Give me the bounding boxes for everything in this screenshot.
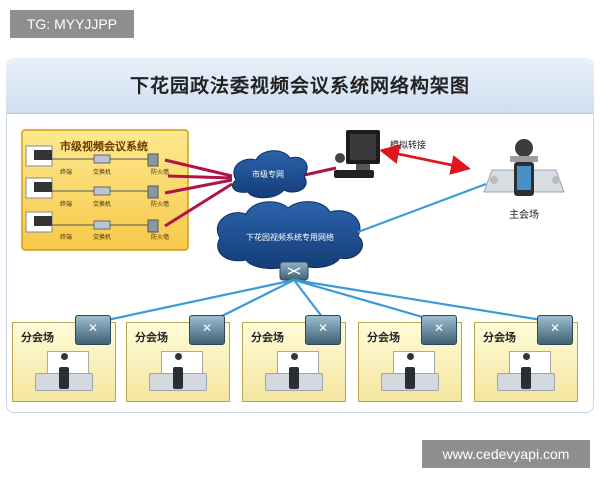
terminal-label: 终端 xyxy=(60,200,72,208)
branch-venue-5: 分会场 xyxy=(474,315,578,402)
switch-label: 交换机 xyxy=(93,200,111,208)
firewall-label: 防火墙 xyxy=(151,200,169,208)
router-icon xyxy=(537,315,573,345)
firewall-label: 防火墙 xyxy=(151,233,169,241)
branch-venue-4: 分会场 xyxy=(358,315,462,402)
branch-venue-2: 分会场 xyxy=(126,315,230,402)
switch-icon xyxy=(93,220,111,230)
switch-icon xyxy=(93,154,111,164)
tablet-icon xyxy=(521,367,531,389)
camera-icon xyxy=(291,353,298,360)
city-row-2: 终端 交换机 防火墙 xyxy=(25,177,169,208)
terminal-label: 终端 xyxy=(60,233,72,241)
branch-label: 分会场 xyxy=(483,331,516,344)
router-icon xyxy=(287,267,301,275)
branch-venue-3: 分会场 xyxy=(242,315,346,402)
firewall-icon xyxy=(147,153,159,167)
terminal-icon xyxy=(34,150,52,160)
city-row-3: 终端 交换机 防火墙 xyxy=(25,211,169,241)
terminal-icon xyxy=(34,216,52,226)
branch-venue-1: 分会场 xyxy=(12,315,116,402)
main-venue-label: 主会场 xyxy=(509,208,539,221)
watermark-top-left: TG: MYYJJPP xyxy=(10,10,134,38)
core-router xyxy=(279,261,309,281)
analog-arrow-back xyxy=(379,144,467,170)
city-row-1: 终端 交换机 防火墙 xyxy=(25,145,169,176)
router-icon xyxy=(421,315,457,345)
router-icon xyxy=(75,315,111,345)
watermark-bottom-right: www.cedevyapi.com xyxy=(422,440,590,468)
camera-icon xyxy=(515,139,533,157)
tablet-icon xyxy=(59,367,69,389)
private-network-label: 下花园视频系统专用网络 xyxy=(246,232,334,242)
private-network-cloud: 下花园视频系统专用网络 xyxy=(217,201,363,269)
city-links xyxy=(164,158,337,228)
router-icon xyxy=(305,315,341,345)
camera-icon xyxy=(61,353,68,360)
tablet-icon xyxy=(173,367,183,389)
switch-label: 交换机 xyxy=(93,168,111,176)
switch-label: 交换机 xyxy=(93,233,111,241)
branch-label: 分会场 xyxy=(367,331,400,344)
tablet-icon xyxy=(405,367,415,389)
switch-icon xyxy=(93,186,111,196)
branch-label: 分会场 xyxy=(21,331,54,344)
branch-label: 分会场 xyxy=(251,331,284,344)
camera-icon xyxy=(335,153,345,163)
city-network-cloud: 市级专网 xyxy=(232,150,308,199)
analog-terminal: 模拟转接 xyxy=(334,130,426,178)
firewall-label: 防火墙 xyxy=(151,168,169,176)
camera-icon xyxy=(407,353,414,360)
camera-icon xyxy=(523,353,530,360)
main-venue-link xyxy=(357,182,487,234)
city-system-label: 市级视频会议系统 xyxy=(60,139,148,153)
camera-icon xyxy=(175,353,182,360)
page-title: 下花园政法委视频会议系统网络构架图 xyxy=(129,75,470,97)
branch-label: 分会场 xyxy=(135,331,168,344)
analog-label: 模拟转接 xyxy=(390,139,426,151)
tablet-icon xyxy=(289,367,299,389)
firewall-icon xyxy=(147,185,159,199)
main-venue: 主会场 xyxy=(483,139,565,221)
terminal-icon xyxy=(34,182,52,192)
router-icon xyxy=(189,315,225,345)
terminal-label: 终端 xyxy=(60,168,72,176)
city-network-label: 市级专网 xyxy=(252,169,284,179)
title-bar xyxy=(6,58,594,114)
firewall-icon xyxy=(147,219,159,233)
